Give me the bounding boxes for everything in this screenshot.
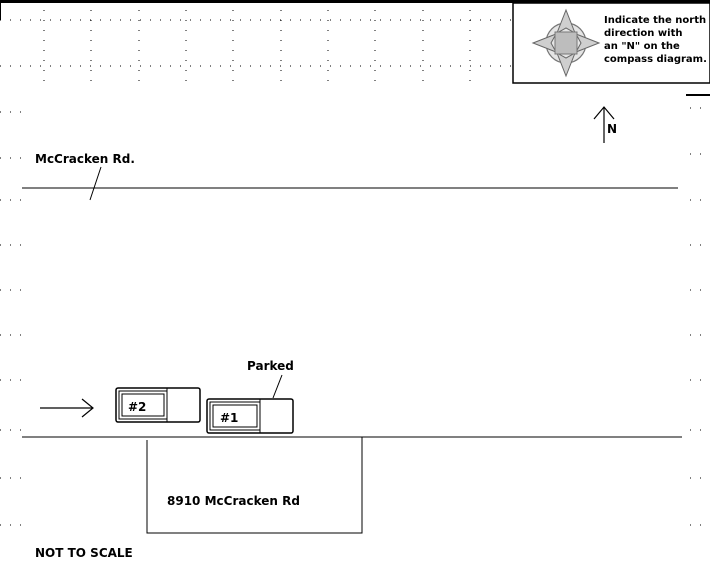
vehicle-2-label: #2	[128, 400, 146, 414]
drawing-panel	[22, 85, 690, 565]
address-label: 8910 McCracken Rd	[167, 494, 300, 508]
vehicle-1-label: #1	[220, 411, 238, 425]
instruction-line-4: compass diagram.	[604, 54, 707, 65]
instruction-line-1: Indicate the north	[604, 15, 706, 26]
vehicle-1: #1	[206, 398, 294, 434]
compass-icon	[531, 8, 601, 78]
street-leader-line	[89, 166, 102, 201]
driveway-outline	[146, 437, 363, 534]
instruction-line-3: an "N" on the	[604, 41, 680, 52]
parked-label: Parked	[247, 359, 294, 373]
vehicle-2: #2	[115, 387, 201, 423]
north-arrow-icon	[593, 106, 615, 143]
instruction-line-2: direction with	[604, 28, 682, 39]
compass-instruction-box: Indicate the north direction with an "N"…	[512, 2, 710, 96]
scale-note: NOT TO SCALE	[35, 546, 133, 560]
parked-leader-line	[272, 374, 283, 399]
street-label: McCracken Rd.	[35, 152, 135, 166]
north-label: N	[607, 122, 617, 136]
direction-arrow-icon	[40, 398, 94, 418]
